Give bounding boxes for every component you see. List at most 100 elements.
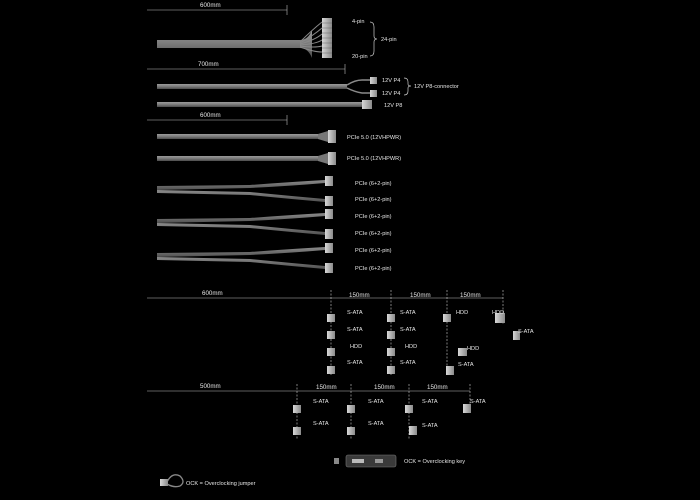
sata-group-2: 500mm 150mm 150mm 150mm S-ATA S-ATA S-AT…: [147, 383, 486, 440]
mb-wires: [299, 21, 323, 53]
hdd-connector: [327, 348, 335, 356]
sata2-seg3: 150mm: [427, 384, 448, 391]
ock-group: OCK = Overclocking key OCK = Overclockin…: [157, 454, 465, 488]
sata-connector: [327, 331, 335, 339]
sata-connector: [327, 314, 335, 322]
pcie-connector: [325, 229, 333, 239]
mb-connector-pins: [322, 22, 332, 54]
sata-connector: [347, 427, 355, 435]
cpu-p8-connector: [362, 100, 372, 109]
pcie-cable-1a: [157, 180, 325, 190]
ock-jumper-loop: [166, 474, 184, 488]
hpwr-cable-2: [157, 156, 325, 161]
sata-label: S-ATA: [347, 360, 363, 366]
sata-label: S-ATA: [400, 327, 416, 333]
cpu-cable-1: [157, 84, 347, 89]
sata-label: S-ATA: [470, 399, 486, 405]
sata-label: S-ATA: [422, 423, 438, 429]
sata-connector: [347, 405, 355, 413]
sata-label: S-ATA: [458, 362, 474, 368]
sata1-length-label: 600mm: [202, 290, 223, 297]
ock-key-led: [375, 459, 383, 463]
sata-label: S-ATA: [368, 399, 384, 405]
ock-key-module: [345, 454, 397, 468]
sata-label: S-ATA: [347, 327, 363, 333]
cpu-brace: [403, 77, 412, 96]
pcie-connector: [325, 196, 333, 206]
sata-connector: [409, 426, 417, 435]
cpu-p4-connector-a: [370, 77, 377, 84]
hdd-connector: [458, 348, 467, 356]
sata-label: S-ATA: [422, 399, 438, 405]
cpu-wire: [346, 79, 370, 86]
pcie-connector: [325, 243, 333, 253]
mb-20pin-label: 20-pin: [352, 54, 368, 60]
hpwr-connector-1: [328, 130, 336, 143]
pcie-label: PCIe (6+2-pin): [355, 248, 392, 254]
sata-connector: [387, 331, 395, 339]
sata-label: S-ATA: [368, 421, 384, 427]
hdd-label: HDD: [350, 344, 362, 350]
pcie-length-label: 600mm: [200, 112, 221, 119]
pcie-label: PCIe (6+2-pin): [355, 266, 392, 272]
pcie-connector: [325, 176, 333, 186]
hdd-connector: [387, 348, 395, 356]
mb-length-label: 600mm: [200, 2, 221, 9]
pcie-label: PCIe (6+2-pin): [355, 197, 392, 203]
cpu-p4-a-label: 12V P4: [382, 78, 400, 84]
hdd-label: HDD: [456, 310, 468, 316]
pcie-cable-3b: [157, 257, 325, 269]
ock-key-label: OCK = Overclocking key: [404, 459, 465, 465]
pcie-label: PCIe (6+2-pin): [355, 231, 392, 237]
pcie-label: PCIe (6+2-pin): [355, 214, 392, 220]
ock-key-button: [352, 459, 364, 463]
cpu-p4-b-label: 12V P4: [382, 91, 400, 97]
cpu-length-label: 700mm: [198, 61, 219, 68]
hdd-label: HDD: [467, 346, 479, 352]
sata-connector: [327, 366, 335, 374]
sata-connector: [405, 405, 413, 413]
hpwr-wire-fan: [318, 131, 328, 142]
hdd-connector: [443, 314, 451, 322]
sata-connector: [387, 314, 395, 322]
sata-connector: [293, 405, 301, 413]
hdd-label: HDD: [492, 310, 504, 316]
mb-24pin-label: 24-pin: [381, 37, 397, 43]
sata-label: S-ATA: [400, 360, 416, 366]
mb-brace: [369, 21, 378, 57]
cpu-cable-2: [157, 102, 362, 107]
ock-jumper-label: OCK = Overclocking jumper: [186, 481, 256, 487]
pcie-cable-group: 600mm PCIe 5.0 (12VHPWR) PCIe 5.0 (12VHP…: [147, 112, 401, 273]
sata-label: S-ATA: [400, 310, 416, 316]
sata1-seg3: 150mm: [460, 292, 481, 299]
sata-label: S-ATA: [313, 421, 329, 427]
hpwr-wire-fan: [318, 153, 328, 164]
cpu-cable-group: 700mm 12V P4 12V P4 12V P8-connector 12V…: [147, 61, 459, 109]
pcie-cable-2b: [157, 223, 325, 235]
sata-label: S-ATA: [518, 329, 534, 335]
ock-plug: [334, 458, 339, 464]
pcie-label: PCIe (6+2-pin): [355, 181, 392, 187]
sata1-seg1: 150mm: [349, 292, 370, 299]
sata-connector: [387, 366, 395, 374]
pcie-connector: [325, 209, 333, 219]
sata-connector: [463, 404, 471, 413]
sata-group-1: 600mm 150mm 150mm 150mm S-ATA S-ATA HDD …: [147, 290, 534, 375]
pcie-connector: [325, 263, 333, 273]
ock-jumper-plug: [160, 479, 168, 486]
hdd-connector: [495, 313, 505, 323]
pcie-cable-2a: [157, 213, 325, 223]
cpu-p4-connector-b: [370, 90, 377, 97]
hdd-label: HDD: [405, 344, 417, 350]
sata-label: S-ATA: [347, 310, 363, 316]
cpu-p8-label: 12V P8: [384, 103, 402, 109]
sata-connector: [446, 366, 454, 375]
sata-connector: [513, 331, 520, 340]
sata1-seg2: 150mm: [410, 292, 431, 299]
mb-cable: [157, 30, 312, 58]
sata2-length-label: 500mm: [200, 383, 221, 390]
sata2-seg1: 150mm: [316, 384, 337, 391]
mb-4pin-label: 4-pin: [352, 19, 364, 25]
hpwr-cable-1: [157, 134, 325, 139]
